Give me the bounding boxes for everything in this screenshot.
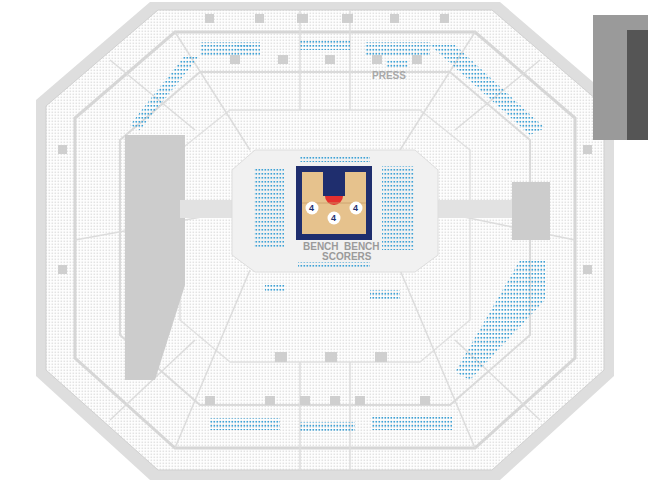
area-label: BENCH [344,242,380,252]
court-logo: 4 [331,214,336,223]
area-label: PRESS [372,71,406,81]
court-logo: 4 [309,204,314,213]
area-label: BENCH [303,242,339,252]
area-label: SCORERS [322,252,371,262]
court-logo: 4 [353,204,358,213]
